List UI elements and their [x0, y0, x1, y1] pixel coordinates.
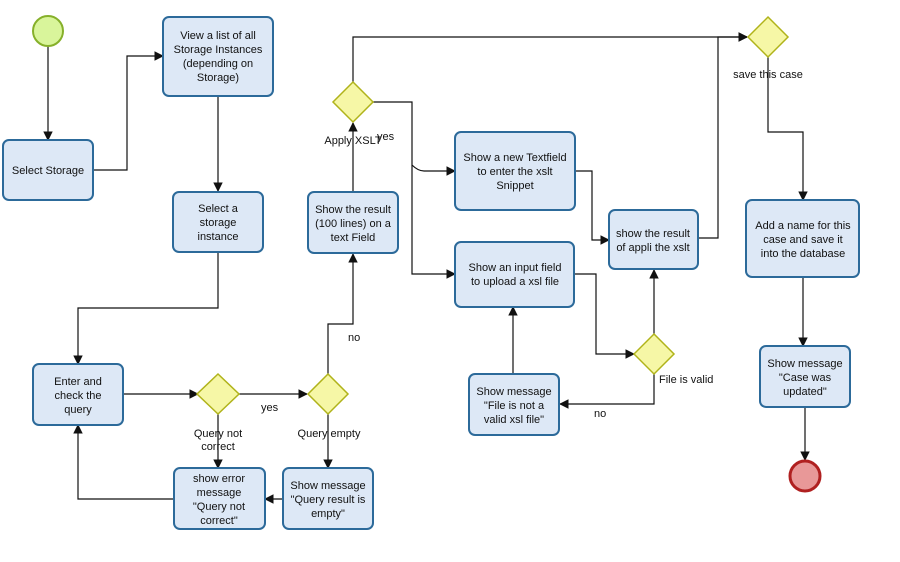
gateway-label-file-valid: File is valid	[659, 374, 713, 386]
label-line: Snippet	[496, 180, 533, 192]
label-line: (100 lines) on a	[315, 218, 392, 230]
label-line: query	[64, 404, 92, 416]
edge-gw-xslt-save-case	[352, 32, 748, 82]
label-line: correct	[201, 441, 235, 453]
label-line: to enter the xslt	[477, 166, 552, 178]
end-event	[788, 459, 822, 493]
gateway-label-query-empty: Query empty	[298, 428, 361, 440]
edge-select-storage-view-list	[93, 51, 164, 171]
edge-label-yes-xslt: yes	[377, 131, 395, 143]
label-line: Select a	[198, 203, 239, 215]
task-msg-not-valid: Show message "File is not a valid xsl file…	[468, 373, 560, 436]
label-line: "Query not	[193, 501, 245, 513]
label-line: Show message	[476, 386, 551, 398]
gateway-label-save-case: save this case	[733, 69, 803, 81]
label-line: show error	[193, 473, 245, 485]
task-show-empty: Show message "Query result is empty"	[282, 467, 374, 530]
label-line: into the database	[761, 248, 845, 260]
label-line: Query not	[194, 428, 242, 440]
label-line: check the	[54, 390, 101, 402]
edge-gw-empty-show-result	[327, 253, 358, 374]
edge-gw-xslt-input-field	[411, 165, 456, 279]
gateway-save-case	[746, 15, 790, 59]
label-line: (depending on	[183, 58, 253, 70]
label-line: Show message	[767, 358, 842, 370]
task-input-field: Show an input field to upload a xsl file	[454, 241, 575, 308]
task-case-updated: Show message "Case was updated"	[759, 345, 851, 408]
label-line: to upload a xsl file	[471, 276, 559, 288]
label-line: Show message	[290, 480, 365, 492]
gateway-apply-xslt	[331, 80, 375, 124]
label-line: Query empty	[298, 428, 361, 440]
label-line: File is valid	[659, 374, 713, 386]
svg-text:Select Storage: Select Storage	[12, 165, 84, 177]
gateway-query-empty	[306, 372, 350, 416]
task-select-instance: Select a storage instance	[172, 191, 264, 253]
label-line: correct"	[200, 515, 238, 527]
start-event	[32, 15, 64, 47]
edge-show-xslt-save-case	[698, 32, 748, 239]
label-line: updated"	[783, 386, 827, 398]
label-line: text Field	[331, 232, 376, 244]
edges	[43, 32, 810, 504]
label-line: message	[197, 487, 242, 499]
gateway-query-not-correct	[195, 372, 241, 416]
label-line: Show a new Textfield	[463, 152, 566, 164]
label-line: of appli the xslt	[616, 242, 689, 254]
label-line: Storage Instances	[174, 44, 263, 56]
task-enter-query: Enter and check the query	[32, 363, 124, 426]
gateway-label-apply-xslt: Apply XSLT	[324, 135, 382, 147]
label-line: Select Storage	[12, 165, 84, 177]
edge-label-no-empty: no	[348, 332, 360, 344]
edge-save-case-add-name	[767, 57, 808, 201]
task-show-error: show error message "Query not correct"	[173, 467, 266, 530]
edge-select-instance-enter-query	[73, 252, 219, 365]
label-line: Show the result	[315, 204, 391, 216]
gateway-file-valid	[632, 332, 676, 376]
label-line: Storage)	[197, 72, 239, 84]
edge-input-field-gw-file	[574, 273, 635, 359]
label-line: valid xsl file"	[484, 414, 544, 426]
label-line: View a list of all	[180, 30, 256, 42]
label-line: "Case was	[779, 372, 832, 384]
label-line: save this case	[733, 69, 803, 81]
task-show-xslt: show the result of appli the xslt	[608, 209, 699, 270]
label-line: empty"	[311, 508, 345, 520]
edge-show-error-enter-query	[73, 424, 174, 500]
label-line: Show an input field	[469, 262, 562, 274]
label-line: storage	[200, 217, 237, 229]
edge-gw-file-msg-not-valid	[559, 374, 655, 409]
svg-text:Show the result(100 lines) on: Show the result (100 lines) on a text Fiel…	[315, 204, 392, 244]
label-line: "File is not a	[484, 400, 545, 412]
edge-label-yes-query: yes	[261, 402, 279, 414]
label-line: "Query result is	[291, 494, 366, 506]
task-add-name: Add a name for this case and save it into …	[745, 199, 860, 278]
label-line: Add a name for this	[755, 220, 851, 232]
label-line: show the result	[616, 228, 690, 240]
edge-new-textfield-show-xslt	[575, 170, 610, 245]
label-line: instance	[198, 231, 239, 243]
label-line: Apply XSLT	[324, 135, 382, 147]
label-line: Enter and	[54, 376, 102, 388]
label-line: case and save it	[763, 234, 843, 246]
edge-label-no-file: no	[594, 408, 606, 420]
task-select-storage: Select Storage	[2, 139, 94, 201]
task-show-result: Show the result (100 lines) on a text Fiel…	[307, 191, 399, 254]
